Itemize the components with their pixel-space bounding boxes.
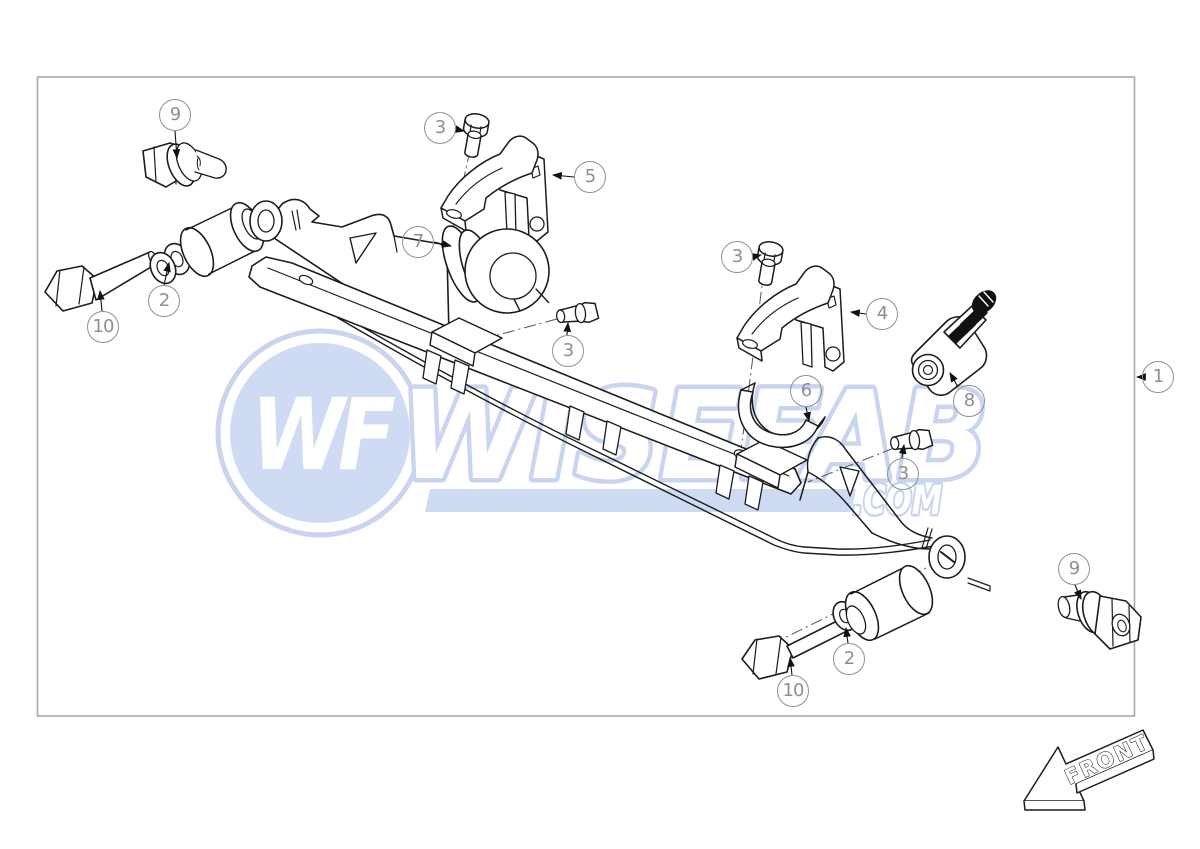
bolt-10-left-head — [44, 265, 98, 312]
spring-pin-right — [921, 527, 933, 550]
callout-half-bushing: 6 — [790, 375, 822, 407]
callout-nut-bottom-right: 9 — [1058, 553, 1090, 585]
wisefab-watermark: WF WISEFAB .COM — [215, 328, 993, 538]
flange-bolt-3-top — [458, 111, 491, 160]
diagram-border — [36, 76, 1136, 717]
flanged-nut-bottom-right — [1057, 590, 1142, 650]
flanged-nut-top-left — [142, 142, 227, 188]
flange-bolt-3-right-top — [752, 239, 785, 288]
callout-washer-left: 2 — [148, 285, 180, 317]
callout-bolt-right-bottom: 3 — [887, 458, 919, 490]
callout-bolt-bottom: 10 — [777, 675, 809, 707]
wf-logo-ring — [215, 328, 425, 538]
callout-bushing-top: 7 — [402, 226, 434, 258]
ball-fitting-8 — [910, 290, 997, 396]
left-end-link — [44, 200, 301, 312]
callout-leader-arrows — [97, 125, 1146, 676]
spring-pin-left — [291, 209, 301, 231]
wf-logo-initials: WF — [251, 378, 395, 493]
front-direction-arrow: FRONT — [1023, 729, 1155, 811]
cotter-pin-right — [967, 577, 991, 592]
socket-bolt-3-middle — [554, 300, 600, 327]
callout-nut-top-left: 9 — [159, 99, 191, 131]
callout-bolt-right-top: 3 — [721, 241, 753, 273]
callout-assembly: 1 — [1142, 361, 1174, 393]
bolt-10-bottom-head — [741, 635, 794, 680]
callout-bolt-top: 3 — [424, 112, 456, 144]
callout-bracket-top: 5 — [574, 161, 606, 193]
right-end-link — [741, 527, 991, 680]
callout-bracket-right: 4 — [866, 298, 898, 330]
callout-ball-fitting: 8 — [953, 385, 985, 417]
clamp-bracket-5 — [440, 135, 549, 242]
callout-washer-bottom: 2 — [833, 643, 865, 675]
half-bushing-6 — [737, 382, 826, 448]
main-brace-plate — [248, 256, 808, 511]
bushing-sleeve-left — [179, 226, 215, 278]
callout-bolt-left: 10 — [87, 311, 119, 343]
clamp-bracket-4 — [736, 265, 845, 372]
wf-logo-disc — [230, 343, 410, 523]
split-bushing-7 — [441, 225, 552, 315]
right-arm-bracket — [799, 436, 933, 550]
callout-bolt-middle: 3 — [552, 335, 584, 367]
